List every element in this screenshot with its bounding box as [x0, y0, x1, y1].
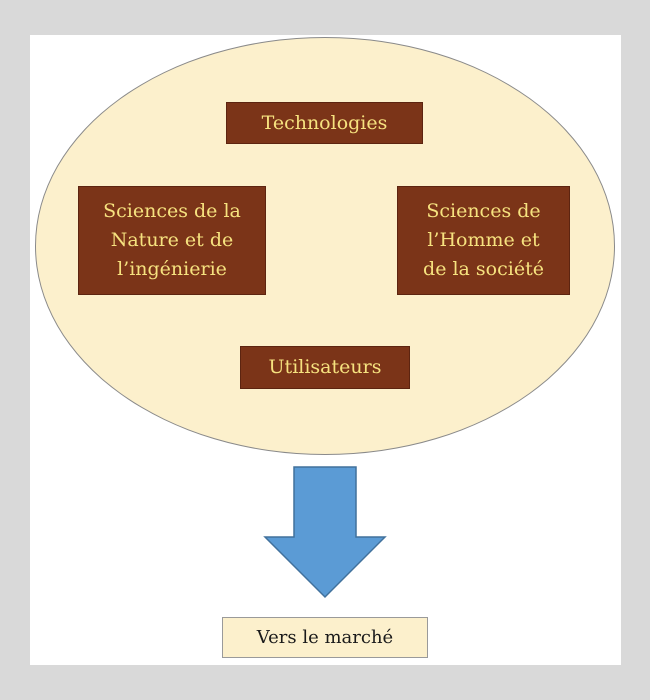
node-sciences-homme-label: Sciences de l’Homme et de la société: [423, 200, 544, 280]
node-sciences-nature-label: Sciences de la Nature et de l’ingénierie: [103, 200, 241, 280]
market-box: Vers le marché: [222, 617, 428, 658]
node-utilisateurs-label: Utilisateurs: [268, 356, 382, 378]
node-sciences-nature: Sciences de la Nature et de l’ingénierie: [78, 186, 266, 295]
node-technologies: Technologies: [226, 102, 423, 144]
node-technologies-label: Technologies: [261, 111, 388, 134]
market-label: Vers le marché: [256, 627, 394, 648]
node-utilisateurs: Utilisateurs: [240, 346, 410, 389]
node-sciences-homme: Sciences de l’Homme et de la société: [397, 186, 570, 295]
